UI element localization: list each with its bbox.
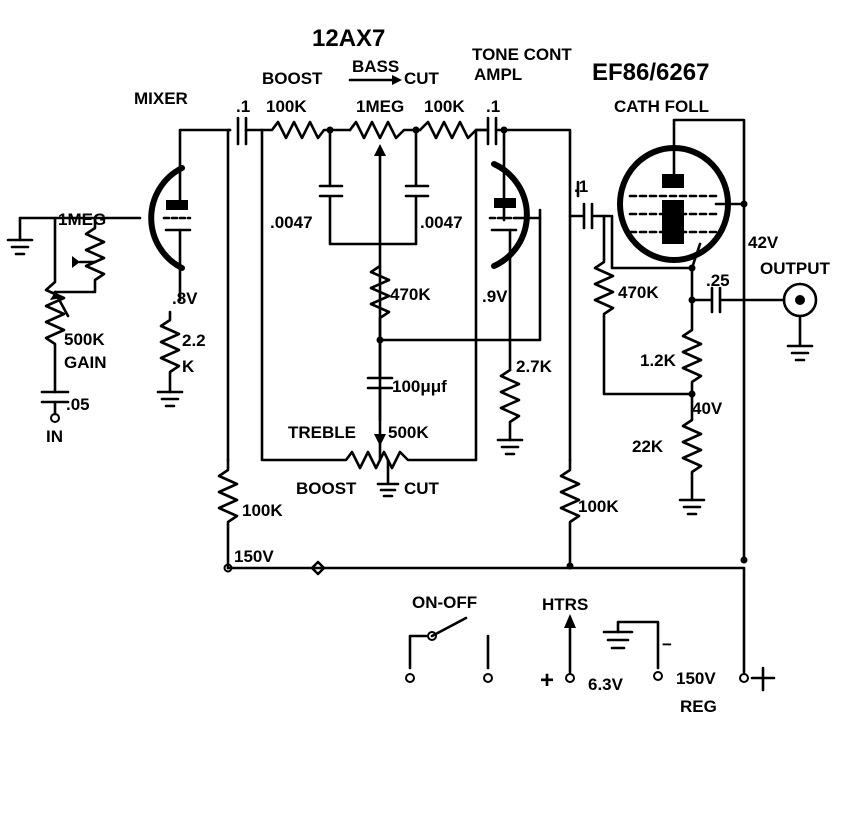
r-1k2-label: 1.2K: [640, 351, 677, 370]
tube-v1-label: 12AX7: [312, 25, 385, 52]
on-off-label: ON-OFF: [412, 593, 477, 612]
v1b-rk-label: 2.7K: [516, 357, 553, 376]
bass-r-left-label: 100K: [266, 97, 307, 116]
on-off-switch: [405, 616, 493, 683]
v-40-label: 40V: [692, 399, 723, 418]
treble-cap-label: 100μμf: [392, 377, 447, 396]
plus-label: +: [540, 667, 554, 694]
gain-label: GAIN: [64, 353, 107, 372]
input-pot-label: 1MEG: [58, 210, 106, 229]
output-jack: [782, 282, 818, 362]
mixer-label: MIXER: [134, 89, 188, 108]
input-section: 1MEG 500K GAIN .05 IN: [6, 210, 142, 446]
bass-pot-label: 1MEG: [356, 97, 404, 116]
input-terminal: [50, 413, 60, 423]
ground-symbol: [602, 630, 634, 650]
gain-pot-value: 500K: [64, 330, 105, 349]
reg-150v-label: 150V: [676, 669, 716, 688]
bass-label: BASS: [352, 57, 399, 76]
ampl-label: AMPL: [474, 65, 522, 84]
treble-pot-label: 500K: [388, 423, 429, 442]
b-plus-terminal: [739, 673, 749, 683]
tone-stack: BOOST BASS CUT 100K 1MEG 100K .0047 .004…: [260, 57, 542, 498]
load-r1-label: 100K: [242, 501, 283, 520]
cut-top-label: CUT: [404, 69, 440, 88]
cath-foll-label: CATH FOLL: [614, 97, 709, 116]
coupling-stage-1: .1 100K: [217, 97, 283, 570]
grid-cap-2-label: .1: [486, 97, 500, 116]
bass-r-right-label: 100K: [424, 97, 465, 116]
mid-resistor-label: 470K: [390, 285, 431, 304]
minus-label: −: [662, 635, 672, 654]
v1a-cathode-voltage: .8V: [172, 289, 198, 308]
v1a-mixer-tube: MIXER .8V 2.2 K: [134, 89, 232, 408]
ground-symbol: [496, 438, 524, 456]
treble-label: TREBLE: [288, 423, 356, 442]
boost-top-label: BOOST: [262, 69, 323, 88]
b-plus-rail: 150V: [223, 547, 748, 674]
tube-v2-label: EF86/6267: [592, 59, 709, 86]
ef86-cathode-follower: EF86/6267 CATH FOLL .1 470K 42V .25 OUTP…: [568, 59, 831, 562]
reg-label: REG: [680, 697, 717, 716]
heater-plus-terminal: [565, 673, 575, 683]
ef86-cathode-voltage: 42V: [748, 233, 779, 252]
power-connections: ON-OFF HTRS + 6.3V − 150V REG: [405, 593, 776, 716]
boost-bottom-label: BOOST: [296, 479, 357, 498]
ground-symbol: [678, 498, 706, 516]
output-label: OUTPUT: [760, 259, 831, 278]
ground-symbol: [156, 390, 184, 408]
input-label: IN: [46, 427, 63, 446]
cut-bottom-label: CUT: [404, 479, 440, 498]
bass-cap-right-label: .0047: [420, 213, 463, 232]
r-22k-label: 22K: [632, 437, 664, 456]
v1b-cathode-voltage: .9V: [482, 287, 508, 306]
ef86-cap-mark: .1: [574, 177, 588, 196]
tone-cont-label: TONE CONT: [472, 45, 572, 64]
v1a-rk-value: 2.2: [182, 331, 206, 350]
ground-symbol: [6, 238, 34, 256]
htrs-label: HTRS: [542, 595, 588, 614]
v1a-rk-unit: K: [182, 357, 195, 376]
v1b-tone-amp-tube: TONE CONT AMPL .9V 2.7K 100K: [472, 45, 619, 568]
out-cap-label: .25: [706, 271, 730, 290]
v-6-3-label: 6.3V: [588, 675, 624, 694]
load-r2-label: 100K: [578, 497, 619, 516]
input-cap-label: .05: [66, 395, 90, 414]
bass-cap-left-label: .0047: [270, 213, 313, 232]
b-plus-label: 150V: [234, 547, 274, 566]
grid-cap-1-label: .1: [236, 97, 250, 116]
ef86-grid-r-label: 470K: [618, 283, 659, 302]
